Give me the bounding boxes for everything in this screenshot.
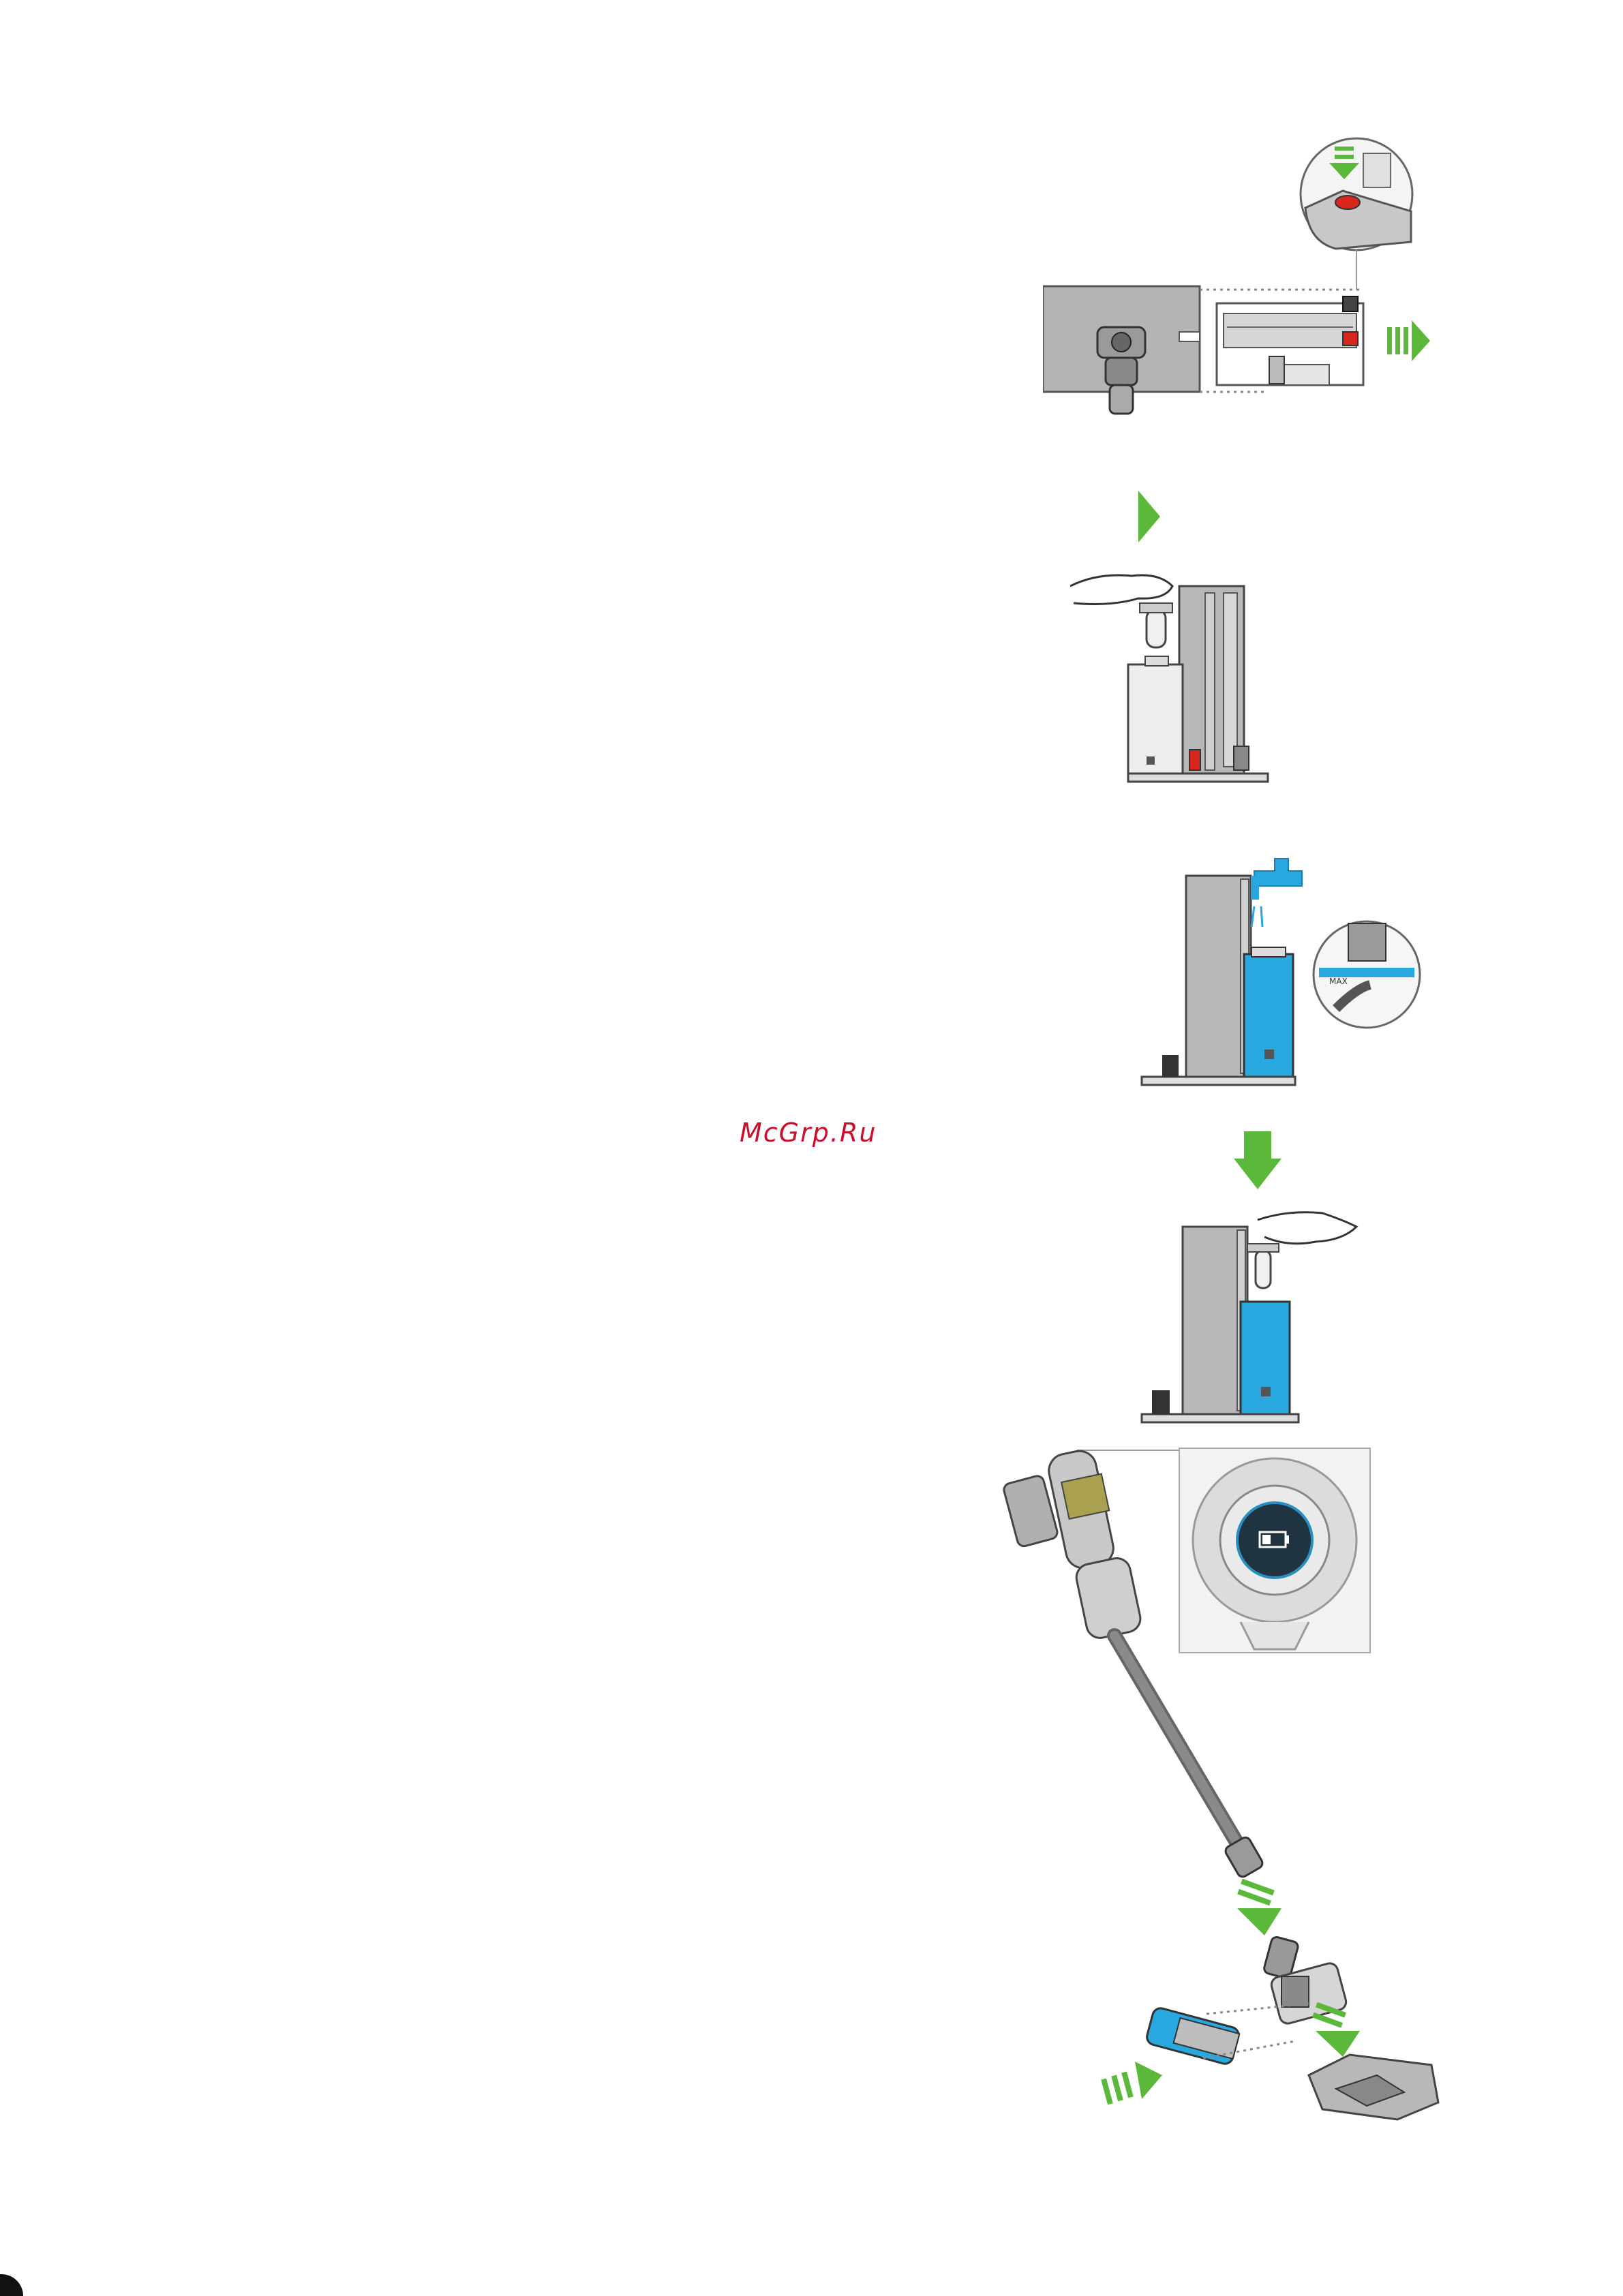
hand-icon	[1258, 1212, 1356, 1244]
fill-tank-figure: MAX	[1132, 852, 1431, 1090]
insert-filter-figure	[1138, 1118, 1370, 1428]
connect-arrow-icon	[1237, 1879, 1281, 1935]
max-label: MAX	[1329, 977, 1348, 986]
filter-removal-figure	[1043, 133, 1452, 426]
filter-module	[1217, 296, 1363, 385]
zoom-inset	[1301, 138, 1412, 290]
arrow-right-icon	[1387, 320, 1430, 361]
watermark-text: McGrp.Ru	[740, 1118, 883, 1148]
vacuum-body	[1003, 1448, 1143, 1640]
insert-arrow-icon	[1101, 2062, 1162, 2104]
assemble-vacuum-figure	[995, 1438, 1472, 2126]
arrow-up-icon	[1138, 491, 1160, 542]
water-tank	[1145, 2006, 1241, 2066]
arrow-down-icon	[1234, 1131, 1281, 1189]
lift-filter-figure	[1070, 491, 1295, 791]
tap-icon	[1251, 859, 1302, 927]
wand-head	[1043, 286, 1200, 414]
page-corner-mark	[0, 2274, 23, 2296]
hand-icon	[1070, 575, 1172, 604]
end-cap	[1309, 2055, 1438, 2119]
max-zoom-inset: MAX	[1314, 921, 1420, 1028]
